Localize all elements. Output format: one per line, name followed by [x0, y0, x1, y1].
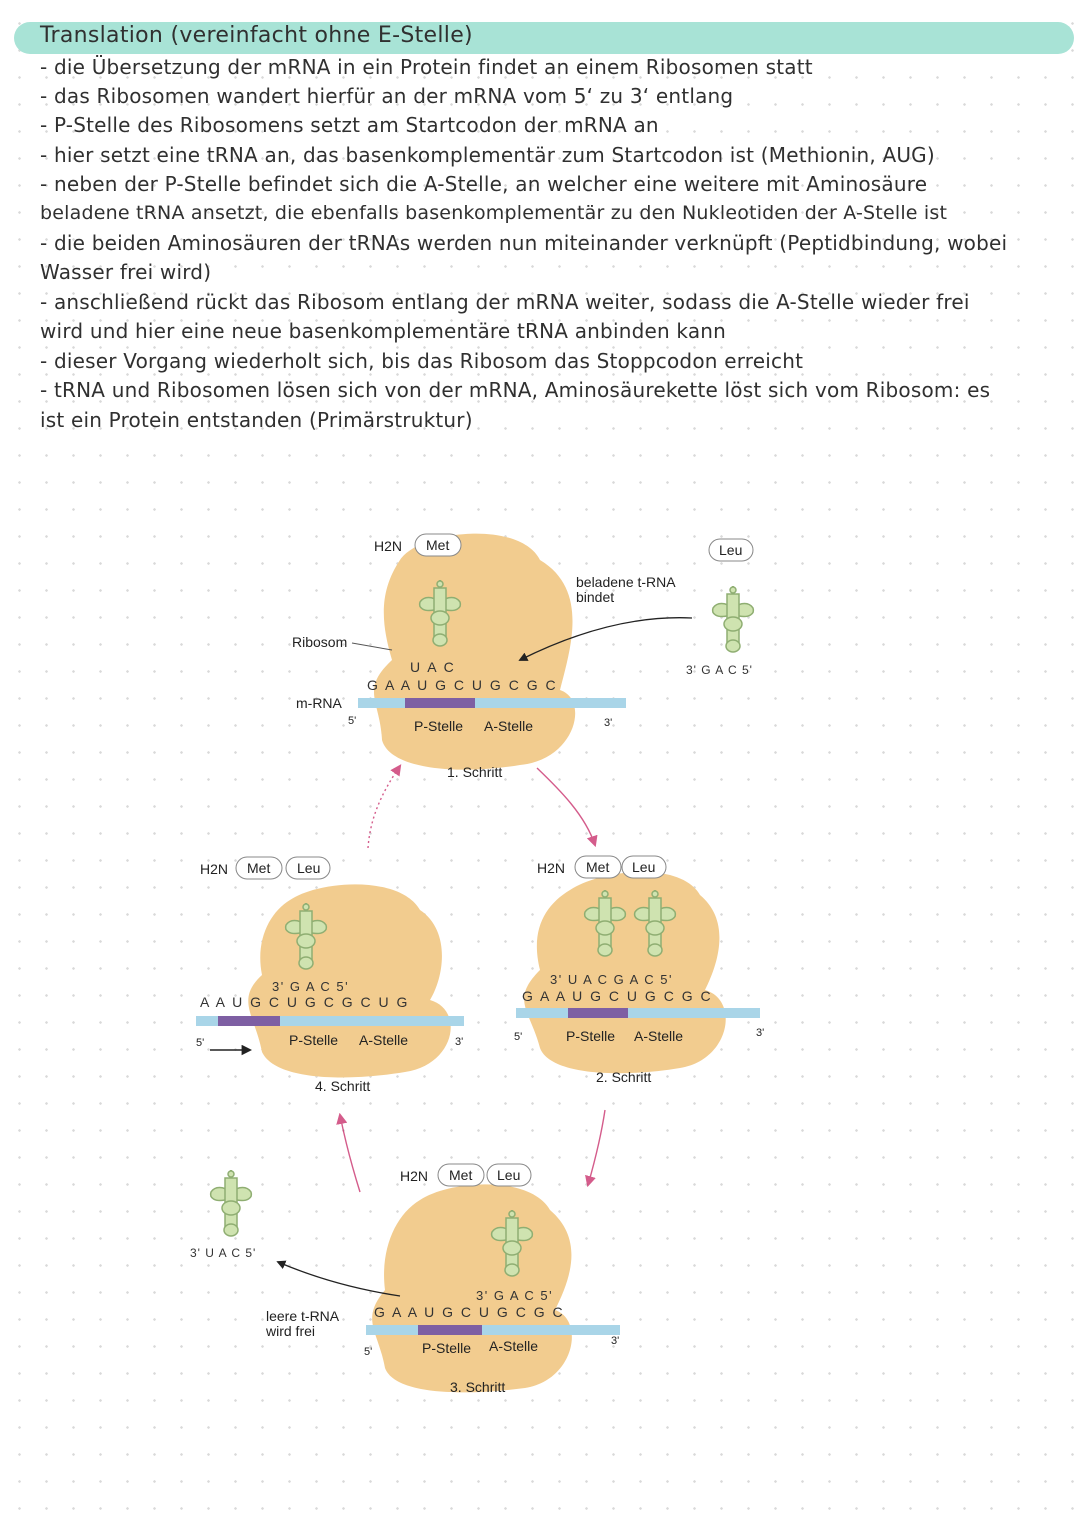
cycle-arrow-2-to-3	[585, 1109, 606, 1188]
prime5-step4: 5'	[196, 1037, 204, 1049]
note-line: - die beiden Aminosäuren der tRNAs werde…	[40, 231, 1008, 255]
met-label-step3: Met	[449, 1167, 472, 1183]
step2-group: H2N Met Leu 3' U A C G A C 5' G A A U G …	[514, 855, 764, 1085]
leu-label-step2: Leu	[632, 859, 655, 875]
met-label-step2: Met	[586, 859, 609, 875]
step-label-3: 3. Schritt	[450, 1379, 505, 1395]
anticodons-step2: 3' U A C G A C 5'	[550, 972, 673, 987]
a-site-label-step2: A-Stelle	[634, 1028, 683, 1044]
note-line: - anschließend rückt das Ribosom entlang…	[40, 290, 970, 314]
mrna-strand-step2	[516, 1008, 760, 1018]
anticodon-step3: 3' G A C 5'	[476, 1288, 553, 1303]
met-bubble-step3	[437, 1163, 485, 1187]
empty-trna-label-text: leere t-RNA	[266, 1308, 340, 1324]
codon-mark-step3	[418, 1325, 482, 1335]
charged-trna-label-text-line2: bindet	[576, 589, 614, 605]
ribosome-step2	[524, 871, 726, 1074]
empty-trna-label: leere t-RNA wird frei	[265, 1308, 342, 1339]
note-line: beladene tRNA ansetzt, die ebenfalls bas…	[40, 202, 948, 224]
leu-bubble-free	[708, 538, 754, 562]
p-site-label-step2: P-Stelle	[566, 1028, 615, 1044]
note-line: - hier setzt eine tRNA an, das basenkomp…	[40, 143, 935, 167]
note-line: - P-Stelle des Ribosomens setzt am Start…	[40, 113, 659, 137]
a-site-label-step4: A-Stelle	[359, 1032, 408, 1048]
codon-mark-step2	[568, 1008, 628, 1018]
charged-trna-label-text: beladene t-RNA	[576, 574, 676, 590]
start-codon-step1	[405, 698, 475, 708]
p-site-label-step3: P-Stelle	[422, 1340, 471, 1356]
met-label-step1: Met	[426, 537, 449, 553]
prime5-step1: 5'	[348, 715, 356, 727]
cycle-arrow-4-to-1	[367, 764, 402, 849]
note-line: - die Übersetzung der mRNA in ein Protei…	[40, 55, 813, 79]
leu-label-step4: Leu	[297, 860, 320, 876]
leu-label-step3: Leu	[497, 1167, 520, 1183]
free-leu-anticodon: 3' G A C 5'	[686, 663, 753, 677]
leu-bubble-step4	[285, 856, 331, 880]
anticodon-step1: U A C	[410, 659, 456, 675]
prime3-step3: 3'	[611, 1335, 619, 1347]
prime5-step3: 5'	[364, 1346, 372, 1358]
note-line: - tRNA und Ribosomen lösen sich von der …	[40, 378, 991, 402]
mrna-strand-step1	[358, 698, 626, 708]
note-line: ist ein Protein entstanden (Primärstrukt…	[40, 408, 473, 432]
leu-bubble-step2	[621, 855, 667, 879]
h2n-label-step3: H2N	[400, 1168, 428, 1184]
step3-group: H2N Met Leu 3' G A C 5' G A A U G C U G …	[364, 1163, 620, 1395]
empty-trna-label-text-line2: wird frei	[265, 1323, 315, 1339]
charged-trna-label: beladene t-RNA bindet	[576, 574, 679, 605]
h2n-label-step1: H2N	[374, 538, 402, 554]
cycle-arrow-3-to-4	[336, 1112, 361, 1193]
met-bubble-step2	[574, 855, 622, 879]
h2n-label-step2: H2N	[537, 860, 565, 876]
note-line: - dieser Vorgang wiederholt sich, bis da…	[40, 349, 804, 373]
a-site-label-step3: A-Stelle	[489, 1338, 538, 1354]
ribosom-pointer	[351, 642, 393, 651]
note-line: - das Ribosomen wandert hierfür an der m…	[40, 84, 734, 108]
note-line: - neben der P-Stelle befindet sich die A…	[40, 172, 928, 196]
mrna-sequence-step1: G A A U G C U G C G C	[367, 677, 558, 693]
met-bubble-step4	[235, 856, 283, 880]
title-highlight	[14, 22, 1074, 54]
trna-empty-released	[209, 1169, 253, 1237]
met-bubble-step1	[414, 533, 462, 557]
released-anticodon: 3' U A C 5'	[190, 1246, 256, 1260]
step1-group: G A A U G C U G C G C U A C H2N Met Ribo…	[292, 533, 626, 780]
step-label-2: 2. Schritt	[596, 1069, 651, 1085]
anticodon-step4: 3' G A C 5'	[272, 979, 349, 994]
note-line: wird und hier eine neue basenkomplementä…	[40, 319, 727, 343]
mrna-strand-step3	[366, 1325, 620, 1335]
prime3-step1: 3'	[604, 717, 612, 729]
cycle-arrow-1-to-2	[536, 767, 598, 848]
h2n-label-step4: H2N	[200, 861, 228, 877]
ribosom-label: Ribosom	[292, 634, 347, 650]
free-trna-leu: Leu 3' G A C 5' beladene t-RNA bindet	[518, 538, 755, 677]
binding-arrow	[518, 617, 693, 661]
trna-leu-free	[711, 585, 755, 653]
a-site-label-step1: A-Stelle	[484, 718, 533, 734]
page-title: Translation (vereinfacht ohne E-Stelle)	[40, 23, 473, 48]
mrna-label: m-RNA	[296, 695, 343, 711]
mrna-strand-step4	[196, 1016, 464, 1026]
prime3-step4: 3'	[455, 1036, 463, 1048]
met-label-step4: Met	[247, 860, 270, 876]
step-label-4: 4. Schritt	[315, 1078, 370, 1094]
prime3-step2: 3'	[756, 1027, 764, 1039]
ribosome-step1	[373, 533, 576, 770]
mrna-sequence-step4: A A U G C U G C G C U G	[200, 994, 409, 1010]
p-site-label-step4: P-Stelle	[289, 1032, 338, 1048]
release-arrow	[276, 1260, 401, 1297]
prime5-step2: 5'	[514, 1031, 522, 1043]
step-label-1: 1. Schritt	[447, 764, 502, 780]
leu-label-free: Leu	[719, 542, 742, 558]
released-trna: 3' U A C 5' leere t-RNA wird frei	[190, 1169, 401, 1339]
note-line: Wasser frei wird)	[40, 260, 212, 284]
step4-group: H2N Met Leu 3' G A C 5' A A U G C U G C …	[196, 856, 464, 1094]
leu-bubble-step3	[486, 1163, 532, 1187]
codon-mark-step4	[218, 1016, 280, 1026]
p-site-label-step1: P-Stelle	[414, 718, 463, 734]
mrna-sequence-step3: G A A U G C U G C G C	[374, 1304, 565, 1320]
mrna-sequence-step2: G A A U G C U G C G C	[522, 988, 713, 1004]
